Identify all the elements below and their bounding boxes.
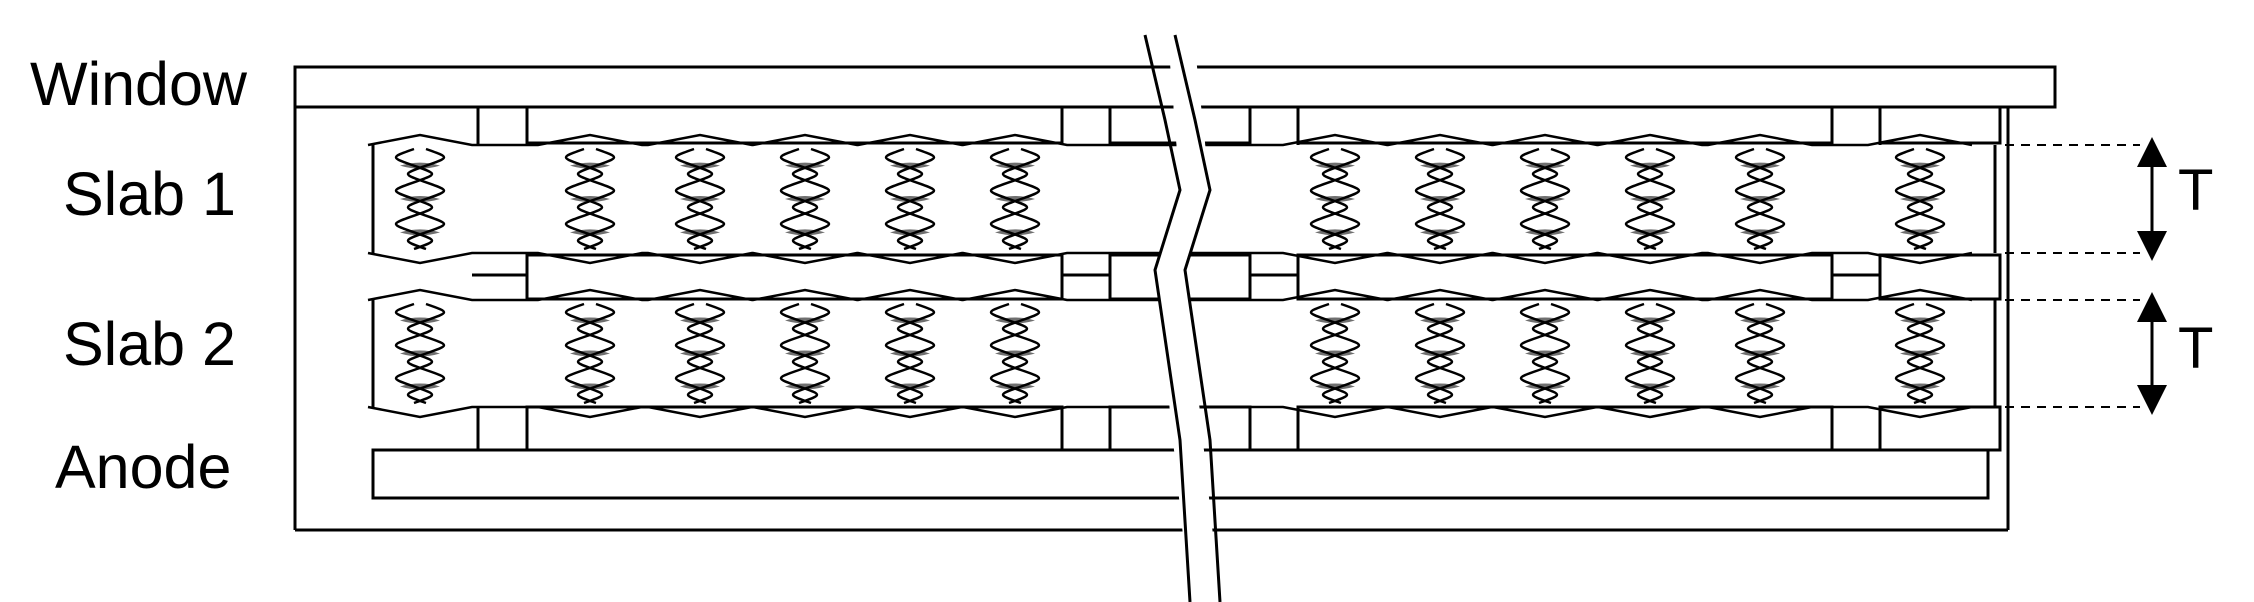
grain-column xyxy=(564,147,616,251)
grain-boundary-left xyxy=(564,147,604,251)
grain-boundary-right xyxy=(406,147,446,251)
grain-boundary-left xyxy=(394,147,434,251)
grain-boundary-left xyxy=(1519,147,1559,251)
grain-boundary-left xyxy=(1309,302,1349,405)
grain-column xyxy=(1519,147,1571,251)
grain-column xyxy=(1734,147,1786,251)
grain-boundary-right xyxy=(1426,302,1466,405)
grain-boundary-left xyxy=(779,147,819,251)
grain-boundary-left xyxy=(1624,302,1664,405)
spacer-bar xyxy=(1296,253,1834,301)
grain-boundary-right xyxy=(896,147,936,251)
grain-boundary-right xyxy=(791,302,831,405)
grain-column xyxy=(1624,147,1676,251)
thickness-dimension-slab1: T xyxy=(2005,137,2213,261)
grain-boundary-left xyxy=(1624,147,1664,251)
grain-boundary-right xyxy=(686,147,726,251)
grain-column xyxy=(779,147,831,251)
grain-column xyxy=(1894,302,1946,405)
grain-boundary-left xyxy=(989,302,1029,405)
grain-boundary-right xyxy=(1531,302,1571,405)
grain-column xyxy=(394,302,446,405)
slab-bottom-border xyxy=(1185,251,1973,265)
grain-column xyxy=(1414,302,1466,405)
slab2-label: Slab 2 xyxy=(63,310,236,378)
grain-boundary-left xyxy=(779,302,819,405)
grain-boundary-right xyxy=(791,147,831,251)
grain-boundary-right xyxy=(1531,147,1571,251)
grain-column xyxy=(1894,147,1946,251)
zigzag-break xyxy=(1143,34,1222,602)
grain-column xyxy=(1519,302,1571,405)
grain-column xyxy=(394,147,446,251)
diagram-right-section xyxy=(1185,65,2057,532)
grain-boundary-right xyxy=(1746,302,1786,405)
window-plate xyxy=(1185,65,2057,109)
break-line-right xyxy=(1173,34,1222,602)
grain-boundary-right xyxy=(576,147,616,251)
grain-column xyxy=(989,302,1041,405)
slab-top-border xyxy=(1185,133,1973,147)
spacer-bar xyxy=(1185,253,1252,301)
grain-boundary-left xyxy=(1414,147,1454,251)
anode-plate xyxy=(1185,448,1990,500)
grain-boundary-right xyxy=(1906,147,1946,251)
grain-column xyxy=(989,147,1041,251)
grain-boundary-left xyxy=(394,302,434,405)
slab-bottom-border xyxy=(1185,405,1973,419)
grain-boundary-left xyxy=(1894,302,1934,405)
spacer-bar xyxy=(1878,253,2002,301)
grain-boundary-right xyxy=(896,302,936,405)
grain-boundary-left xyxy=(989,147,1029,251)
spacer-bar-top xyxy=(1878,105,2002,145)
anode-plate xyxy=(371,448,1190,500)
grain-boundary-right xyxy=(1746,147,1786,251)
grain-boundary-right xyxy=(406,302,446,405)
grain-boundary-left xyxy=(674,302,714,405)
grain-boundary-right xyxy=(1636,302,1676,405)
grain-boundary-left xyxy=(1414,302,1454,405)
grain-boundary-left xyxy=(1734,147,1774,251)
break-line-left xyxy=(1143,34,1192,602)
grain-column xyxy=(564,302,616,405)
slab1-label: Slab 1 xyxy=(63,160,236,228)
grain-boundary-left xyxy=(1309,147,1349,251)
grain-boundary-right xyxy=(1001,147,1041,251)
grain-boundary-right xyxy=(1636,147,1676,251)
grain-column xyxy=(1309,302,1361,405)
grain-boundary-left xyxy=(1734,302,1774,405)
grain-boundary-right xyxy=(576,302,616,405)
grain-boundary-left xyxy=(674,147,714,251)
grain-boundary-left xyxy=(884,302,924,405)
grain-boundary-right xyxy=(1426,147,1466,251)
grain-boundary-right xyxy=(1321,302,1361,405)
grain-column xyxy=(674,147,726,251)
grain-column xyxy=(1309,147,1361,251)
grain-column xyxy=(1734,302,1786,405)
grain-boundary-left xyxy=(564,302,604,405)
grain-boundary-left xyxy=(884,147,924,251)
thickness-dimension-slab2: T xyxy=(2005,292,2213,415)
thickness-label-2: T xyxy=(2178,316,2213,381)
grain-column xyxy=(779,302,831,405)
window-label: Window xyxy=(30,50,248,118)
grain-column xyxy=(1414,147,1466,251)
grain-boundary-left xyxy=(1894,147,1934,251)
grain-boundary-right xyxy=(1001,302,1041,405)
grain-boundary-left xyxy=(1519,302,1559,405)
grain-column xyxy=(884,302,936,405)
thickness-label-1: T xyxy=(2178,158,2213,223)
grain-boundary-right xyxy=(1906,302,1946,405)
grain-column xyxy=(884,147,936,251)
grain-column xyxy=(1624,302,1676,405)
grain-boundary-right xyxy=(686,302,726,405)
slab-top-border xyxy=(1185,288,1973,302)
grain-column xyxy=(674,302,726,405)
grain-boundary-right xyxy=(1321,147,1361,251)
anode-label: Anode xyxy=(55,433,231,501)
slab-top-border xyxy=(367,133,1190,147)
